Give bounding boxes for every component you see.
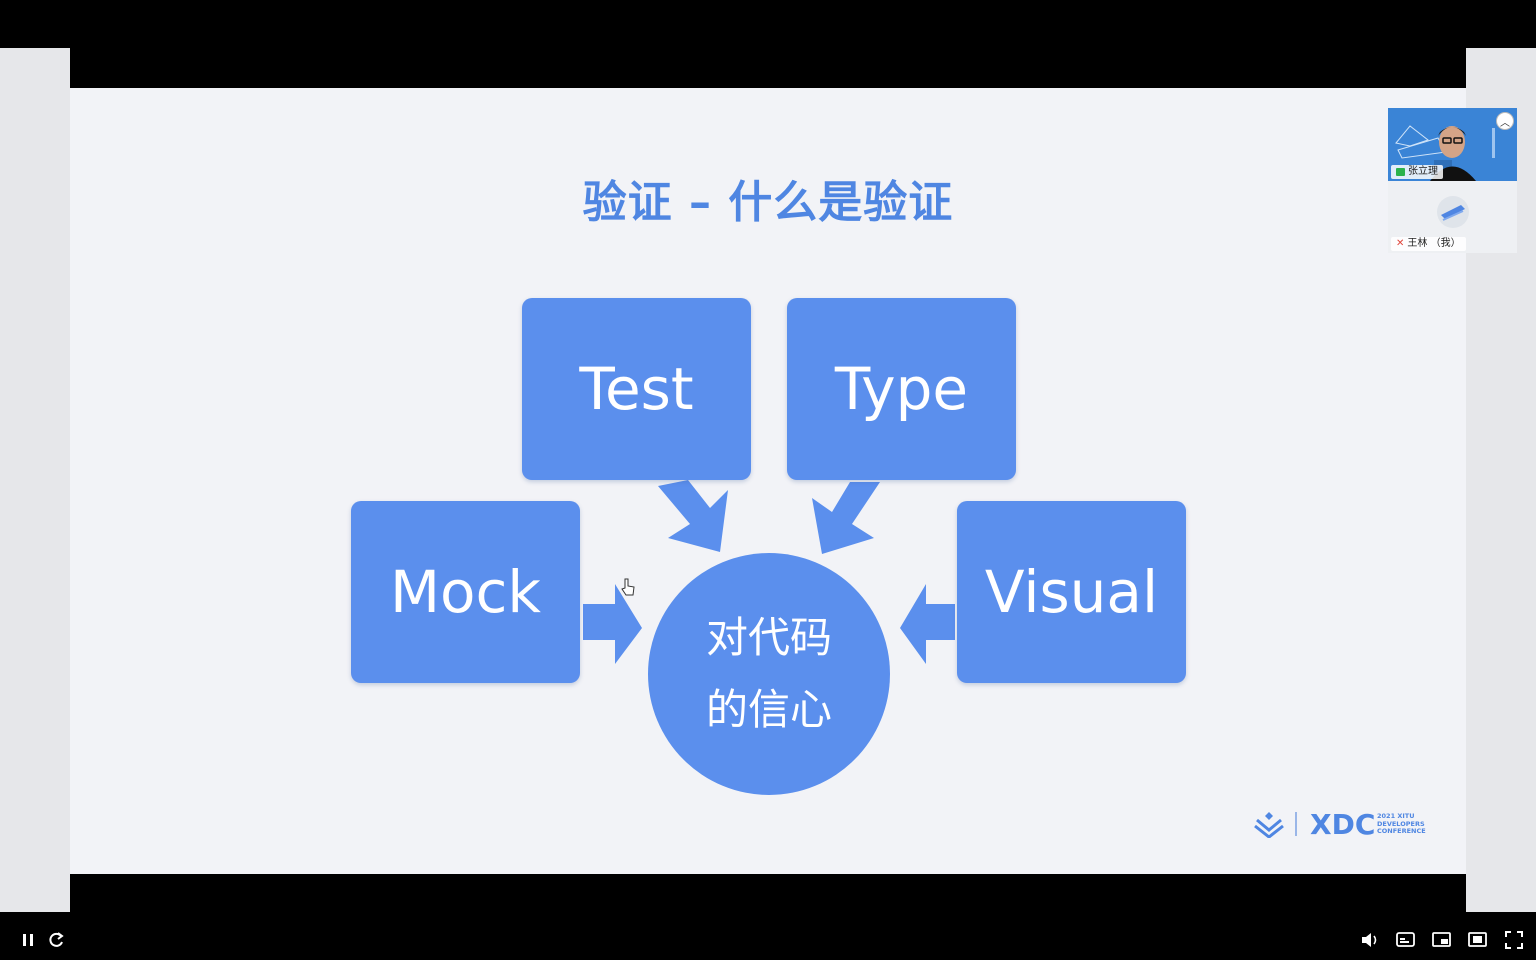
test-label: Test xyxy=(579,355,694,423)
volume-icon xyxy=(1362,933,1377,947)
picture-in-picture-icon xyxy=(1432,932,1451,947)
type-box: Type xyxy=(787,298,1016,480)
chevron-up-icon: ︿ xyxy=(1500,117,1510,129)
arrow-test xyxy=(658,480,728,552)
refresh-icon xyxy=(49,932,64,947)
brand-subtitle-line-3: CONFERENCE xyxy=(1377,827,1426,835)
fullscreen-button[interactable] xyxy=(1502,928,1526,952)
logo-divider xyxy=(1295,812,1297,836)
picture-in-picture-button[interactable] xyxy=(1430,928,1454,952)
center-line-1: 对代码 xyxy=(705,613,832,662)
volume-button[interactable] xyxy=(1358,928,1382,952)
theater-mode-button[interactable] xyxy=(1466,928,1490,952)
type-label: Type xyxy=(834,355,969,423)
arrow-type xyxy=(812,482,880,554)
mic-muted-icon: ✕ xyxy=(1396,238,1405,249)
visual-label: Visual xyxy=(984,558,1159,626)
participant-name-tag: ✕ 王林 （我） xyxy=(1391,237,1466,251)
center-circle: 对代码 的信心 xyxy=(648,553,890,795)
visual-box: Visual xyxy=(957,501,1186,683)
theater-mode-icon xyxy=(1468,932,1487,947)
brand-name: XDC xyxy=(1310,808,1376,841)
replay-button[interactable] xyxy=(44,928,68,952)
player-controls xyxy=(0,920,1536,960)
subtitles-icon xyxy=(1396,932,1415,947)
brand-subtitle-line-1: 2021 XITU xyxy=(1377,812,1415,820)
mock-label: Mock xyxy=(389,558,541,626)
center-line-2: 的信心 xyxy=(705,685,832,734)
collapse-button[interactable]: ︿ xyxy=(1496,112,1514,130)
screen-share-icon xyxy=(1396,168,1405,176)
arrows xyxy=(583,480,955,664)
pause-button[interactable] xyxy=(16,928,40,952)
participants-panel: ︿ 张立理 ✕ 王林 （我） xyxy=(1388,108,1517,253)
participant-tile[interactable]: ✕ 王林 （我） xyxy=(1388,181,1517,253)
participant-name: 王林 （我） xyxy=(1407,238,1461,249)
arrow-mock xyxy=(583,584,642,664)
pause-icon xyxy=(23,934,33,946)
arrow-visual xyxy=(900,584,955,664)
left-border xyxy=(0,48,70,912)
participant-name: 张立理 xyxy=(1408,166,1438,177)
brand-subtitle-line-2: DEVELOPERS xyxy=(1377,819,1425,828)
participant-name-tag: 张立理 xyxy=(1391,165,1443,179)
brand-subtitle: 2021 XITU DEVELOPERS CONFERENCE xyxy=(1377,812,1426,836)
avatar xyxy=(1437,196,1469,228)
participant-tile[interactable]: ︿ 张立理 xyxy=(1388,108,1517,181)
presentation-slide: 验证 – 什么是验证 Test Type Mock Visual 对代码 的信心 xyxy=(70,88,1466,874)
mock-box: Mock xyxy=(351,501,580,683)
hand-cursor-icon xyxy=(621,578,635,596)
fullscreen-icon xyxy=(1505,931,1523,949)
subtitles-button[interactable] xyxy=(1394,928,1418,952)
test-box: Test xyxy=(522,298,751,480)
slide-title: 验证 – 什么是验证 xyxy=(582,177,954,228)
xitu-logo-icon xyxy=(1254,812,1284,838)
